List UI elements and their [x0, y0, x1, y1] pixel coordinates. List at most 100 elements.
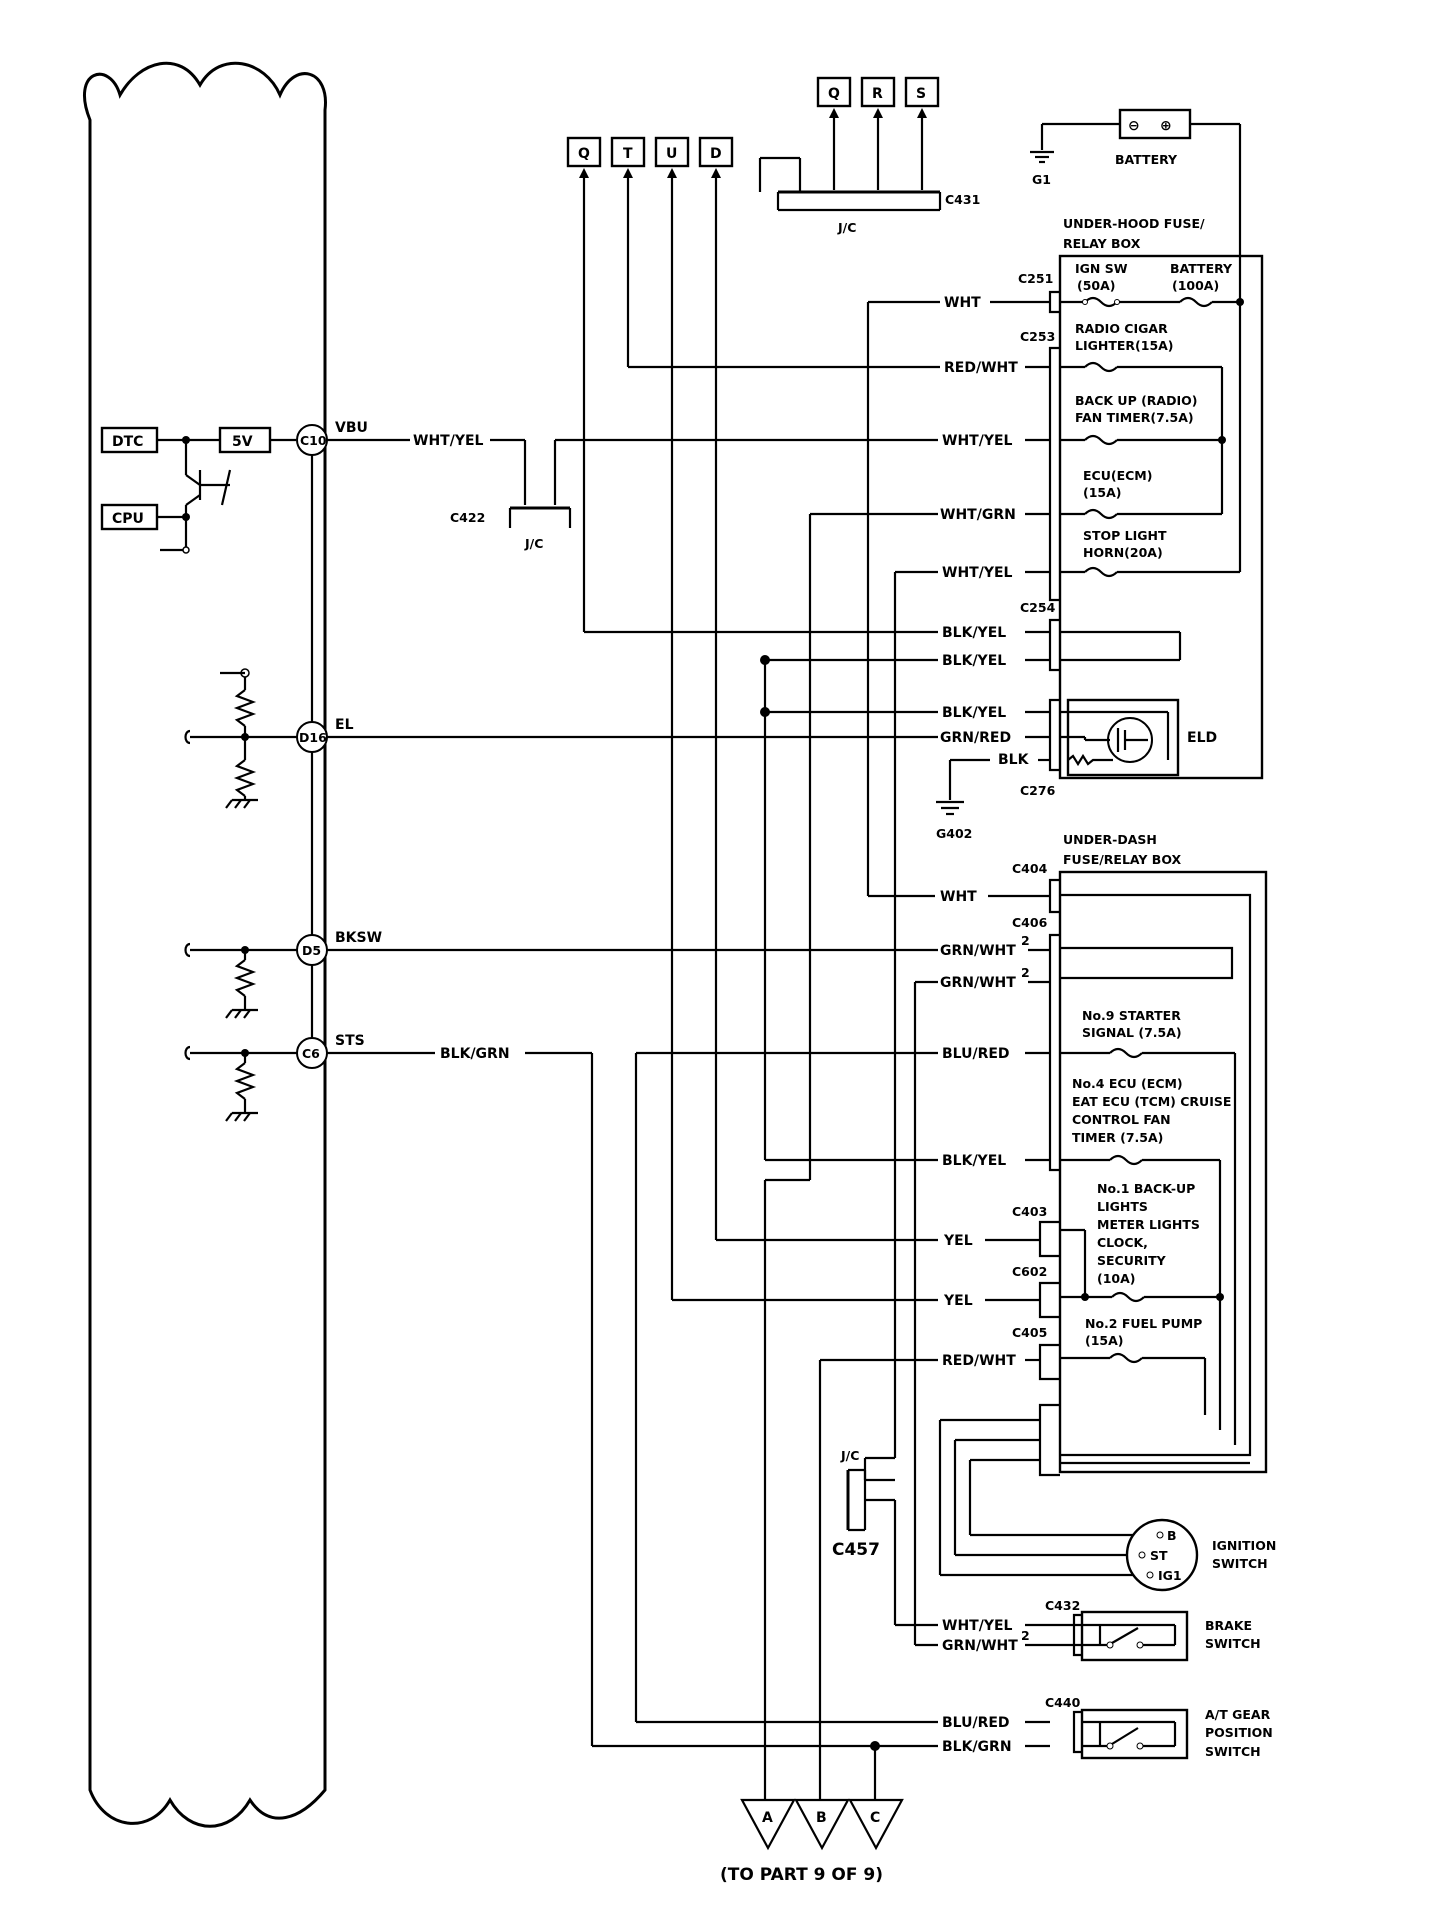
connector-q2-label: Q [828, 86, 840, 102]
fuse-no1-label-5: SECURITY [1097, 1253, 1167, 1268]
wire-grn-wht-2-sup: 2 [1021, 965, 1030, 980]
c6-resistor-network [184, 1045, 297, 1122]
c432-label: C432 [1045, 1598, 1080, 1613]
pin-c10-id: C10 [300, 433, 327, 448]
fuse-radio-label: RADIO CIGAR [1075, 321, 1168, 336]
under-hood-title-2: RELAY BOX [1063, 236, 1141, 251]
pin-c10-signal: VBU [335, 420, 368, 436]
c431-label: C431 [945, 192, 980, 207]
wire-grn-red-label: GRN/RED [940, 730, 1011, 746]
connector-r-label: R [872, 86, 883, 102]
under-dash-title-2: FUSE/RELAY BOX [1063, 852, 1182, 867]
ignition-label-2: SWITCH [1212, 1556, 1268, 1571]
fuse-no2-label: No.2 FUEL PUMP [1085, 1316, 1202, 1331]
wire-blu-red-1-label: BLU/RED [942, 1046, 1010, 1062]
c253-label: C253 [1020, 329, 1055, 344]
to-part-note: (TO PART 9 OF 9) [720, 1865, 883, 1885]
c276-label: C276 [1020, 783, 1056, 798]
wire-wht-grn-label: WHT/GRN [940, 507, 1016, 523]
c405-label: C405 [1012, 1325, 1047, 1340]
at-gear-switch: C440 A/T GEAR POSITION SWITCH [1045, 1695, 1273, 1760]
connector-t [610, 136, 646, 168]
fuse-backup-rating: FAN TIMER(7.5A) [1075, 410, 1194, 425]
ecm-pin-d16: D16 EL [296, 717, 354, 753]
battery-minus-icon: ⊖ [1128, 118, 1140, 134]
fuse-stop-light-rating: HORN(20A) [1083, 545, 1163, 560]
pin-d16-signal: EL [335, 717, 354, 733]
connector-q2 [816, 76, 852, 108]
dtc-label: DTC [112, 434, 143, 450]
fuse-no1-label-3: METER LIGHTS [1097, 1217, 1200, 1232]
pin-d5-id: D5 [302, 943, 321, 958]
pin-d16-id: D16 [299, 730, 327, 745]
under-hood-fuse-box: UNDER-HOOD FUSE/ RELAY BOX IGN SW (50A) … [1058, 216, 1264, 780]
ecm-pin-d5: D5 BKSW [296, 930, 382, 966]
wire-wht-c404-label: WHT [940, 889, 977, 905]
fuse-no4-label-3: CONTROL FAN [1072, 1112, 1171, 1127]
off-page-connectors: A B C (TO PART 9 OF 9) [720, 1798, 904, 1885]
wire-blk-grn-label: BLK/GRN [942, 1739, 1012, 1755]
wiring-harness [327, 178, 1140, 1800]
connector-q [566, 136, 602, 168]
battery-box [1118, 108, 1192, 140]
wire-red-wht-c405-label: RED/WHT [942, 1353, 1016, 1369]
wire-blk-yel-4-label: BLK/YEL [942, 1153, 1006, 1169]
connector-u [654, 136, 690, 168]
ecm-internal-circuit: DTC CPU 5V [100, 426, 296, 554]
fuse-no9-rating: SIGNAL (7.5A) [1082, 1025, 1182, 1040]
fuse-no4-rating: TIMER (7.5A) [1072, 1130, 1163, 1145]
wire-sts-label: BLK/GRN [440, 1046, 510, 1062]
ignition-label-1: IGNITION [1212, 1538, 1276, 1553]
c422-label: C422 [450, 510, 485, 525]
wire-wht-yel-stop-label: WHT/YEL [942, 565, 1013, 581]
wire-yel-c403-label: YEL [943, 1233, 973, 1249]
ignition-switch: B ST IG1 IGNITION SWITCH [1125, 1518, 1276, 1592]
wire-grn-wht-1-label: GRN/WHT [940, 943, 1016, 959]
fuse-no2-rating: (15A) [1085, 1333, 1124, 1348]
connector-d [698, 136, 734, 168]
junction-c431: C431 J/C [758, 156, 980, 235]
pin-c6-signal: STS [335, 1033, 365, 1049]
fuse-stop-light-label: STOP LIGHT [1083, 528, 1167, 543]
wire-vbu-label: WHT/YEL [413, 433, 484, 449]
brake-label-1: BRAKE [1205, 1618, 1252, 1633]
wire-wht-yel-brake-label: WHT/YEL [942, 1618, 1013, 1634]
wire-red-wht-c253-label: RED/WHT [944, 360, 1018, 376]
ignition-ig1-label: IG1 [1158, 1568, 1182, 1583]
fuse-ecu-rating: (15A) [1083, 485, 1122, 500]
off-page-b-label: B [816, 1810, 827, 1826]
five-volt-label: 5V [232, 434, 253, 450]
wire-blk-yel-2-label: BLK/YEL [942, 653, 1006, 669]
fuse-no1-label-1: No.1 BACK-UP [1097, 1181, 1195, 1196]
connector-t-label: T [623, 146, 633, 162]
under-hood-connectors: C251 C253 C254 C276 [1018, 271, 1060, 798]
fuse-ign-sw-label: IGN SW [1075, 261, 1128, 276]
fuse-no1-label-4: CLOCK, [1097, 1235, 1148, 1250]
pin-c6-id: C6 [302, 1046, 320, 1061]
at-gear-label-2: POSITION [1205, 1725, 1273, 1740]
wire-grn-wht-brake-label: GRN/WHT [942, 1638, 1018, 1654]
brake-switch: C432 BRAKE SWITCH [1045, 1598, 1261, 1662]
d16-resistor-network [184, 668, 297, 809]
under-hood-box-outline [1058, 254, 1264, 780]
dtc-box [100, 426, 159, 454]
at-gear-label-3: SWITCH [1205, 1744, 1261, 1759]
wire-wht-yel-c253-label: WHT/YEL [942, 433, 1013, 449]
ignition-b-label: B [1167, 1528, 1177, 1543]
wire-wht-c251-label: WHT [944, 295, 981, 311]
top-connector-row-1: Q T U D [566, 136, 734, 178]
wire-grn-wht-brake-sup: 2 [1021, 1628, 1030, 1643]
brake-switch-box [1080, 1610, 1189, 1662]
cpu-box [100, 503, 159, 531]
fuse-no4-label-2: EAT ECU (TCM) CRUISE [1072, 1094, 1231, 1109]
c406-label: C406 [1012, 915, 1048, 930]
wire-grn-wht-2-label: GRN/WHT [940, 975, 1016, 991]
at-gear-label-1: A/T GEAR [1205, 1707, 1271, 1722]
ecm-pin-c6: C6 STS [296, 1033, 365, 1069]
pin-d5-signal: BKSW [335, 930, 382, 946]
fuse-no9-label: No.9 STARTER [1082, 1008, 1181, 1023]
c602-label: C602 [1012, 1264, 1047, 1279]
wire-yel-c602-label: YEL [943, 1293, 973, 1309]
fuse-radio-rating: LIGHTER(15A) [1075, 338, 1174, 353]
